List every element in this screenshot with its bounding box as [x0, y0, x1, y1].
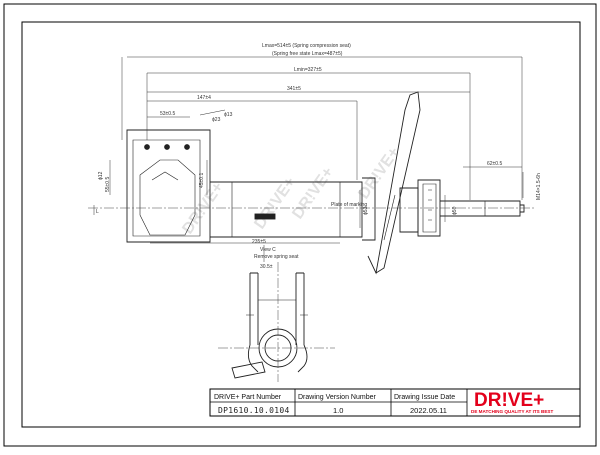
dim-phi50: ϕ50 — [452, 206, 458, 215]
brand-tagline: DE MATCHING QUALITY AT ITS BEST — [471, 409, 553, 414]
piston-rod — [440, 200, 521, 217]
dim-53: 53±0.5 — [160, 111, 175, 117]
dim-lmax: Lmax=514±5 (Spring compression seat) — [262, 43, 351, 49]
watermark: DR!VE+ — [289, 164, 337, 222]
watermark: DR!VE+ — [355, 144, 403, 202]
dim-147: 147±4 — [197, 95, 211, 101]
bracket-arm-left — [249, 273, 259, 345]
bracket-hole — [164, 144, 170, 150]
dim-plate-marking: Plate of marking — [331, 202, 367, 208]
spring-seat-plate — [367, 91, 421, 275]
dim-lmin: Lmin=327±5 — [294, 67, 322, 73]
version-value: 1.0 — [333, 406, 343, 415]
watermark-group: DR!VE+ DR!VE+ DR!VE+ DR!VE+ — [179, 144, 403, 237]
top-mount-body — [399, 187, 419, 233]
dim-341: 341±5 — [287, 86, 301, 92]
tube-end-cap — [362, 177, 376, 241]
dim-30: 30.5± — [260, 264, 273, 270]
dim-45: 45±0.1 — [199, 173, 205, 188]
issue-date-value: 2022.05.11 — [410, 406, 447, 415]
top-mount-nut — [417, 179, 441, 237]
bracket-arm-right — [295, 273, 305, 345]
rod-tip — [520, 204, 525, 213]
bracket-rib — [151, 171, 179, 181]
watermark: DR!VE+ — [251, 174, 299, 232]
strut-side-view — [126, 91, 525, 275]
bearing-lines — [428, 189, 432, 221]
part-number-value: DP1610.10.0104 — [218, 406, 290, 415]
header-issue-date: Drawing Issue Date — [394, 394, 455, 401]
leader — [199, 109, 226, 116]
dimension-lines — [93, 56, 524, 262]
dim-thread: M14×1.5-6h — [536, 173, 542, 200]
seat-rib — [383, 194, 396, 241]
knuckle-bracket — [126, 129, 211, 243]
dimension-labels: Lmax=514±5 (Spring compression seat) (Sp… — [96, 43, 542, 270]
dim-55: 55±0.5 — [105, 177, 111, 192]
view-c-drawing — [231, 272, 308, 379]
bracket-clamp — [247, 344, 308, 373]
label-l: L — [96, 209, 99, 215]
header-version: Drawing Version Number — [298, 394, 376, 401]
title-block: DRIVE+ Part Number Drawing Version Numbe… — [209, 388, 581, 417]
bracket-cutout — [139, 159, 196, 236]
bracket-hole — [144, 144, 150, 150]
knuckle-bracket-inner — [132, 139, 201, 237]
dim-62: 62±0.5 — [487, 161, 502, 167]
brake-hose-bracket — [231, 361, 266, 379]
dim-phi13: ϕ13 — [224, 112, 233, 118]
dim-235: 235±5 — [252, 239, 266, 245]
dim-phi12: ϕ12 — [98, 171, 104, 180]
brand-logo: DR!VE+ — [474, 390, 544, 411]
dim-phi23: ϕ23 — [212, 117, 221, 123]
header-part-number: DRIVE+ Part Number — [214, 394, 282, 401]
marking-plate — [254, 213, 276, 220]
strut-tube — [210, 181, 363, 238]
title-block-frame — [209, 388, 581, 417]
outer-border — [3, 3, 597, 447]
label-remove-seat: Remove spring seat — [254, 254, 299, 260]
top-mount-bearing — [422, 183, 437, 233]
label-view-c: View C — [260, 247, 276, 253]
dim-phi53: ϕ53 — [363, 206, 369, 215]
dim-free-state: (Spring free state Lmax=487±5) — [272, 51, 343, 57]
inner-border — [21, 21, 581, 428]
bracket-hole — [184, 144, 190, 150]
